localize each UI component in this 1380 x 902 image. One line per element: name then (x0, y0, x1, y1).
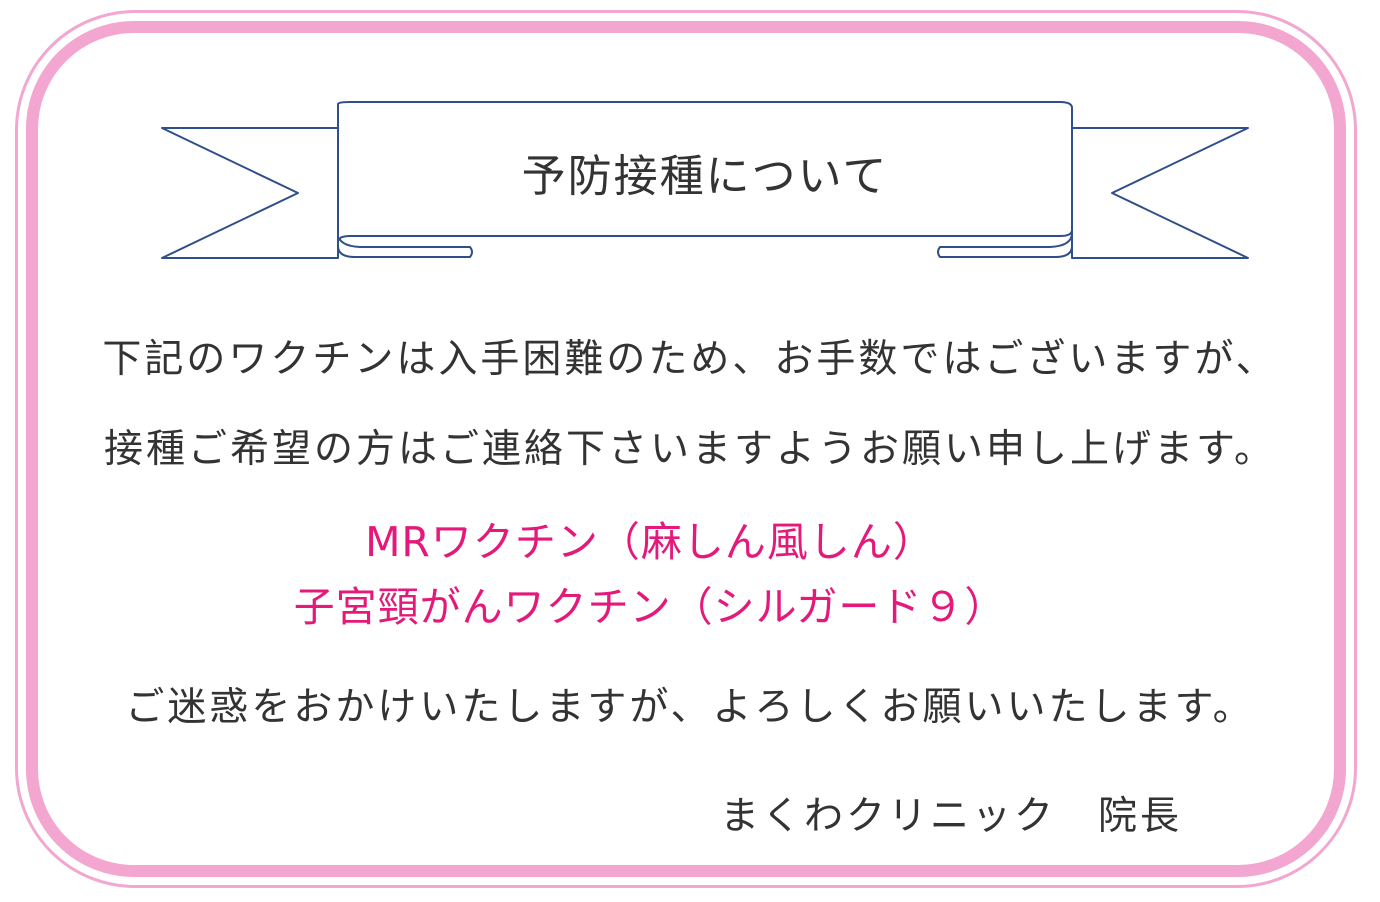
ribbon-right-tail (1071, 127, 1249, 259)
closing-line: ご迷惑をおかけいたしますが、よろしくお願いいたします。 (125, 685, 1255, 730)
page-title: 予防接種について (521, 151, 889, 202)
ribbon-left-fold (337, 232, 473, 258)
vaccine-item-mr: MRワクチン（麻しん風しん） (365, 518, 935, 566)
ribbon-left-tail (161, 127, 339, 259)
page-frame-inner (26, 21, 1346, 877)
ribbon-banner (161, 101, 1249, 259)
vaccine-item-hpv: 子宮頸がんワクチン（シルガード９） (293, 583, 1007, 631)
body-line-2: 接種ご希望の方はご連絡下さいますようお願い申し上げます。 (103, 427, 1277, 472)
signature: まくわクリニック 院長 (720, 794, 1183, 839)
ribbon-main (337, 101, 1073, 243)
page-frame-outer (15, 10, 1357, 888)
ribbon-right-fold (937, 232, 1073, 258)
body-line-1: 下記のワクチンは入手困難のため、お手数ではございますが、 (102, 337, 1278, 382)
